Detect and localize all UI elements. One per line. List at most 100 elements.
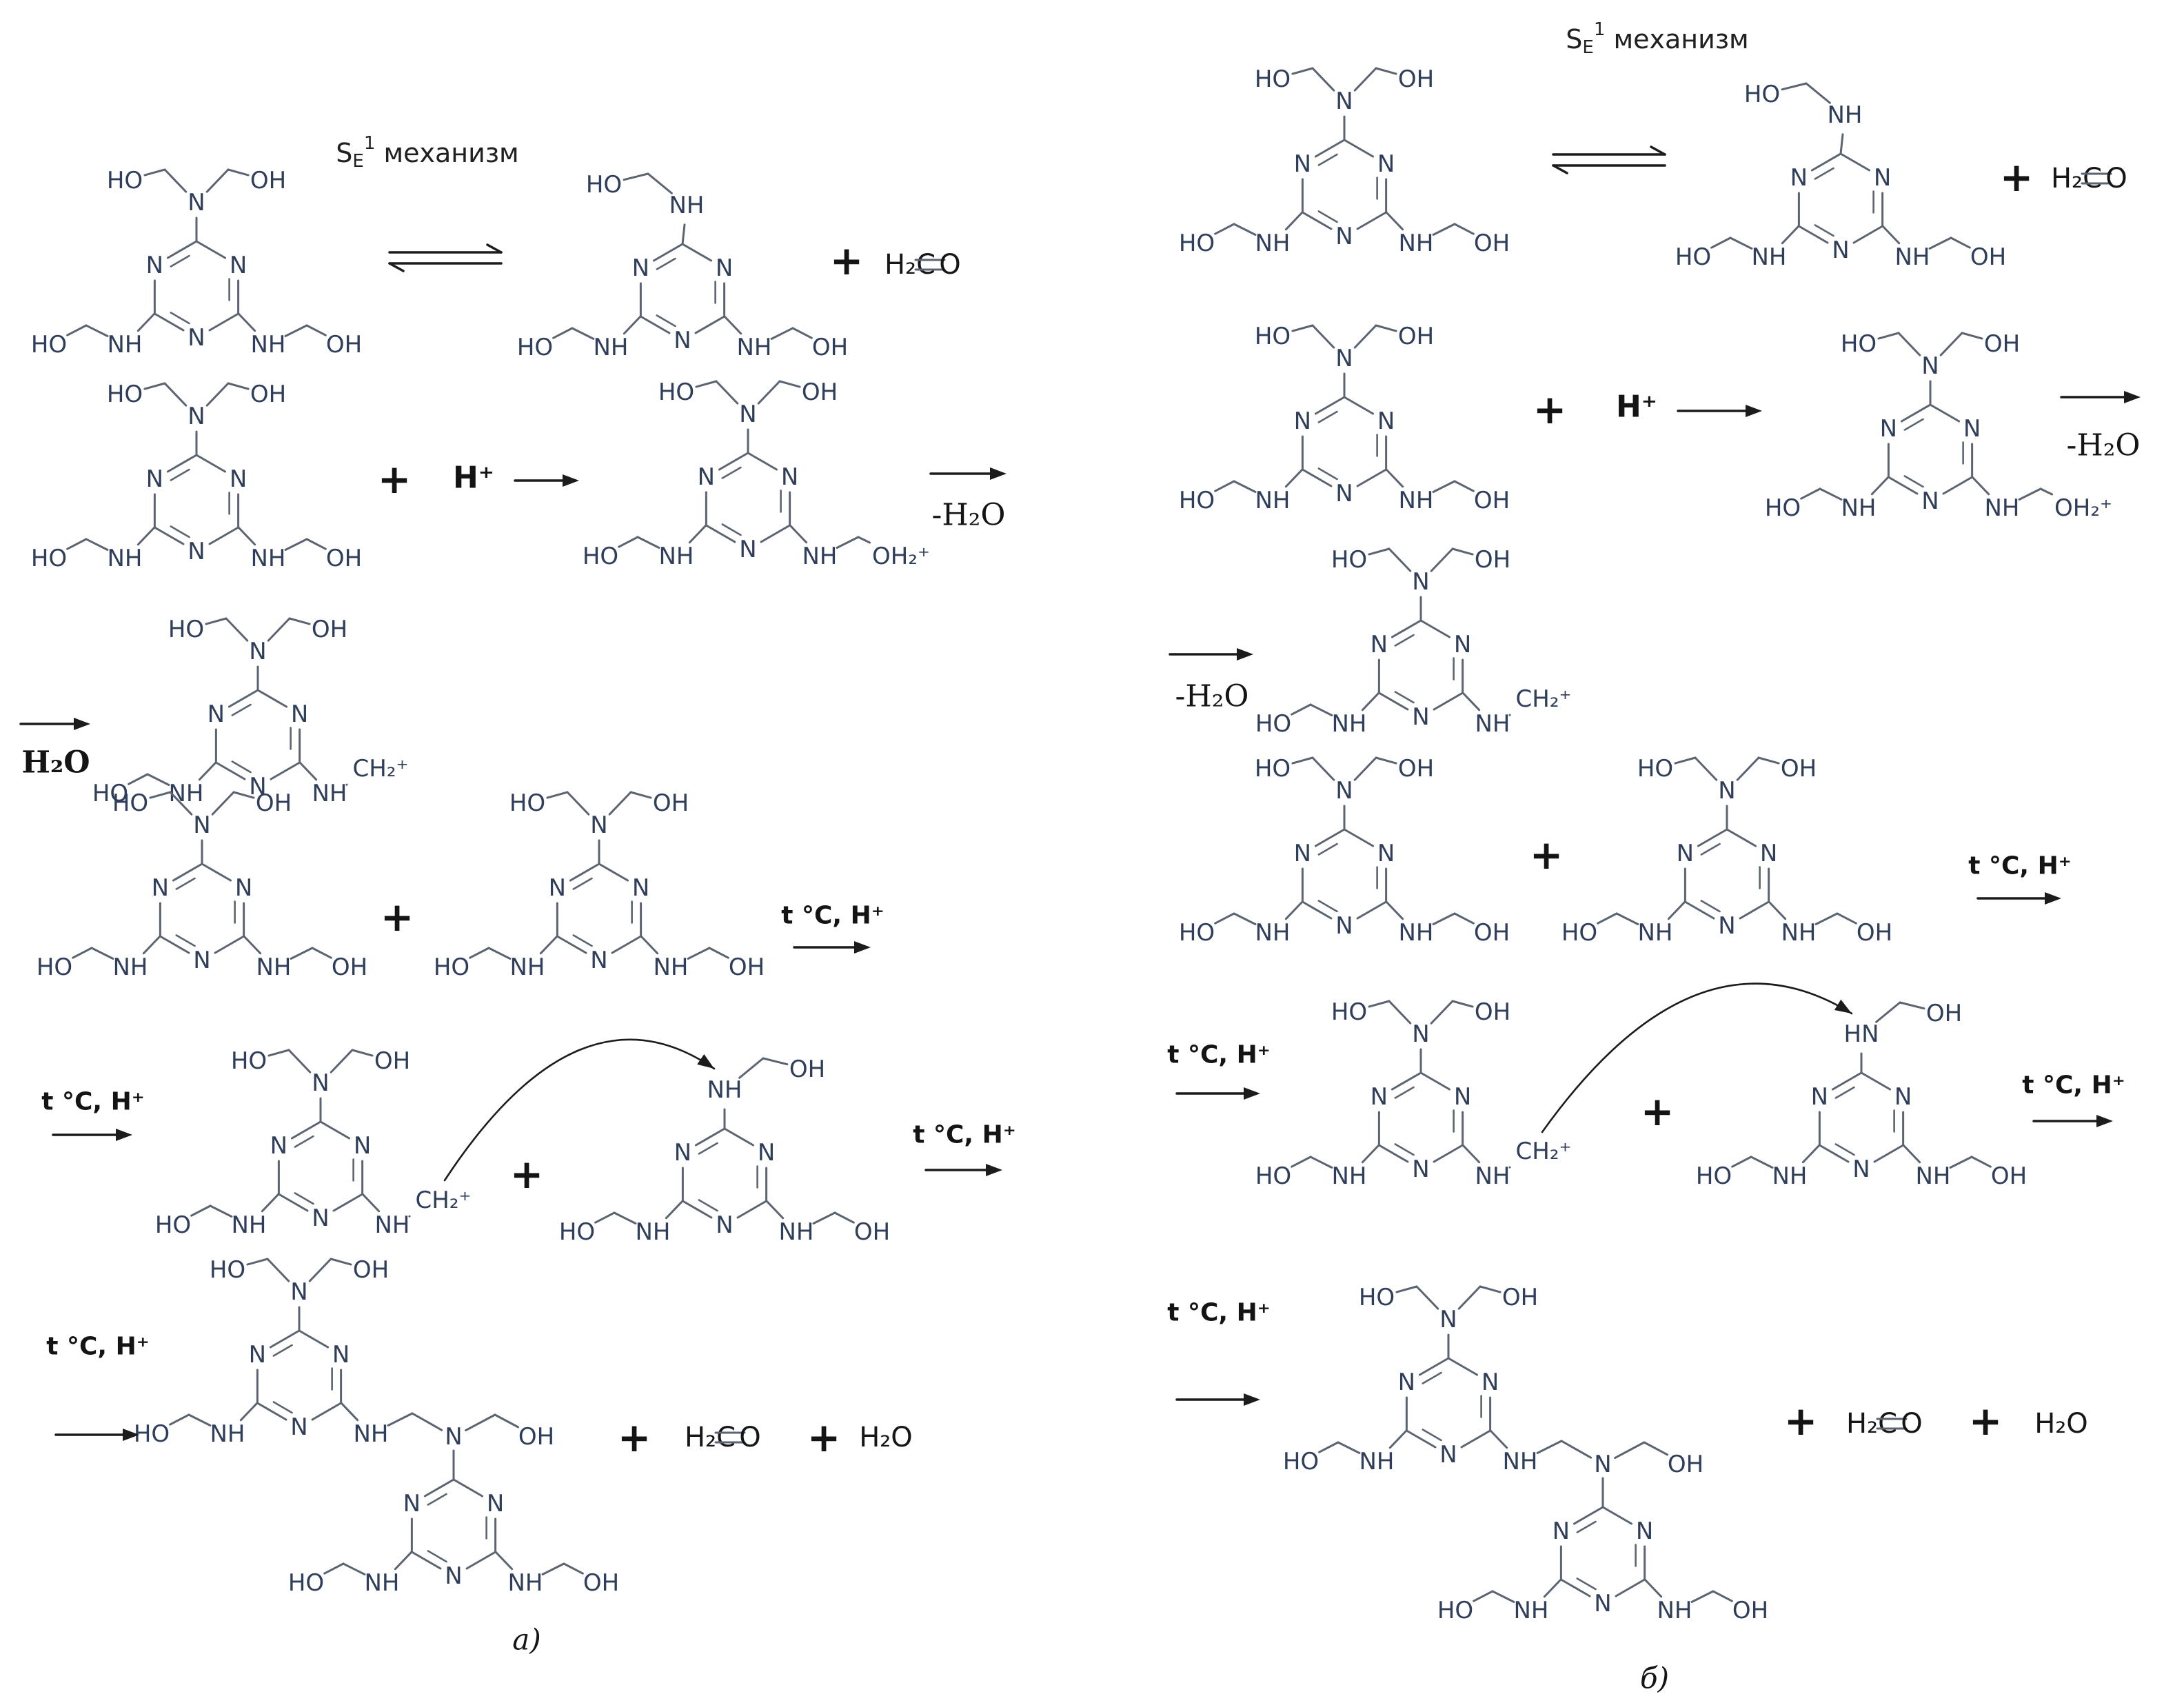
bond	[1897, 332, 1921, 356]
atom-label: HO	[1255, 710, 1291, 738]
bond	[1881, 225, 1901, 245]
ring-nitrogen-label: N	[1294, 150, 1311, 178]
bond	[1314, 396, 1346, 415]
ring-nitrogen-label: N	[632, 874, 649, 902]
bond	[723, 315, 742, 335]
bond	[791, 327, 813, 339]
bond	[1214, 912, 1235, 925]
label-cond: t °C, H⁺	[781, 902, 884, 930]
bond	[1291, 703, 1312, 716]
atom-label: NH	[1772, 1162, 1808, 1190]
bond	[1309, 703, 1333, 716]
bond	[1394, 1086, 1415, 1099]
atom-label: HO	[31, 331, 67, 359]
bond	[205, 168, 230, 193]
ring-nitrogen-label: N	[1636, 1517, 1653, 1545]
bond	[290, 1120, 322, 1140]
bond	[469, 947, 490, 959]
bond	[1457, 1285, 1482, 1310]
atom-label: NH	[251, 331, 286, 359]
bond	[270, 761, 301, 780]
formula-h2c: H₂C	[685, 1422, 736, 1453]
bond	[225, 617, 249, 642]
atom-label: HO	[31, 545, 67, 572]
bond	[1726, 828, 1757, 847]
atom-label: N	[193, 811, 210, 839]
bond	[1214, 223, 1235, 235]
bond	[1543, 1578, 1562, 1598]
ring-nitrogen-label: N	[1377, 407, 1395, 435]
bond	[1750, 1156, 1774, 1169]
bond	[305, 324, 327, 336]
atom-label: NH	[636, 1218, 671, 1246]
bond	[269, 1329, 301, 1349]
atom-label: N	[1594, 1451, 1611, 1478]
bond	[1318, 1441, 1339, 1453]
bond	[1939, 332, 1963, 356]
bond	[166, 240, 198, 259]
bond	[1839, 133, 1844, 155]
bond	[1301, 211, 1333, 230]
bond	[556, 935, 587, 954]
ring-nitrogen-label: N	[445, 1562, 462, 1590]
bond	[1597, 912, 1618, 925]
ring-nitrogen-label: N	[1294, 407, 1311, 435]
bond	[1377, 1144, 1409, 1163]
reaction-arrow	[2060, 391, 2141, 403]
bond	[427, 1493, 447, 1506]
bond	[770, 327, 794, 340]
bond	[563, 1562, 584, 1575]
bond	[1405, 1429, 1437, 1449]
ring-nitrogen-label: N	[1412, 703, 1429, 731]
reaction-arrow	[2032, 1115, 2113, 1127]
bond	[1768, 900, 1787, 920]
atom-label: N	[290, 1278, 307, 1306]
bond	[319, 1120, 351, 1140]
bond	[266, 1258, 290, 1282]
atom-label: NH	[1399, 230, 1434, 257]
bond	[1422, 1429, 1442, 1442]
atom-label: NH	[1332, 1162, 1367, 1190]
bond	[639, 315, 671, 334]
atom-label: NH	[1781, 919, 1817, 947]
label-h2o: H₂O	[859, 1422, 913, 1453]
electron-attack-arrow	[1541, 982, 1853, 1133]
ring-nitrogen-label: N	[1335, 480, 1353, 507]
bond	[1453, 480, 1475, 492]
atom-label: OH	[729, 954, 765, 981]
bond	[1388, 1429, 1408, 1449]
bond	[1291, 1156, 1312, 1168]
bond	[452, 1478, 484, 1498]
bond	[1836, 912, 1857, 925]
atom-label: HO	[134, 1420, 170, 1448]
panel-caption: б)	[1640, 1662, 1669, 1694]
reaction-arrow	[514, 474, 579, 487]
bond	[608, 791, 632, 816]
bond	[494, 1551, 514, 1571]
atom-label: OH	[1984, 330, 2020, 358]
label-minus_h2o: -H₂O	[932, 498, 1006, 533]
atom-label: HO	[1179, 230, 1215, 257]
bond	[1700, 900, 1721, 913]
bond	[1394, 634, 1415, 647]
atom-label: NH	[354, 1420, 389, 1448]
bond	[1377, 692, 1409, 711]
atom-label: HO	[1179, 487, 1215, 514]
ring-nitrogen-label: N	[1294, 840, 1311, 867]
ring-nitrogen-label: N	[146, 465, 163, 493]
bond	[1710, 236, 1732, 249]
bond	[136, 526, 156, 546]
reaction-arrow	[1175, 1087, 1260, 1100]
atom-label: HO	[92, 780, 128, 807]
formula-h2c: H₂C	[884, 249, 936, 281]
bond	[323, 1562, 345, 1575]
bond	[1576, 1520, 1597, 1533]
bond	[1284, 211, 1304, 231]
atom-label: OH	[1970, 243, 2006, 271]
atom-label: NH	[1895, 243, 1930, 271]
bond	[1301, 900, 1333, 920]
